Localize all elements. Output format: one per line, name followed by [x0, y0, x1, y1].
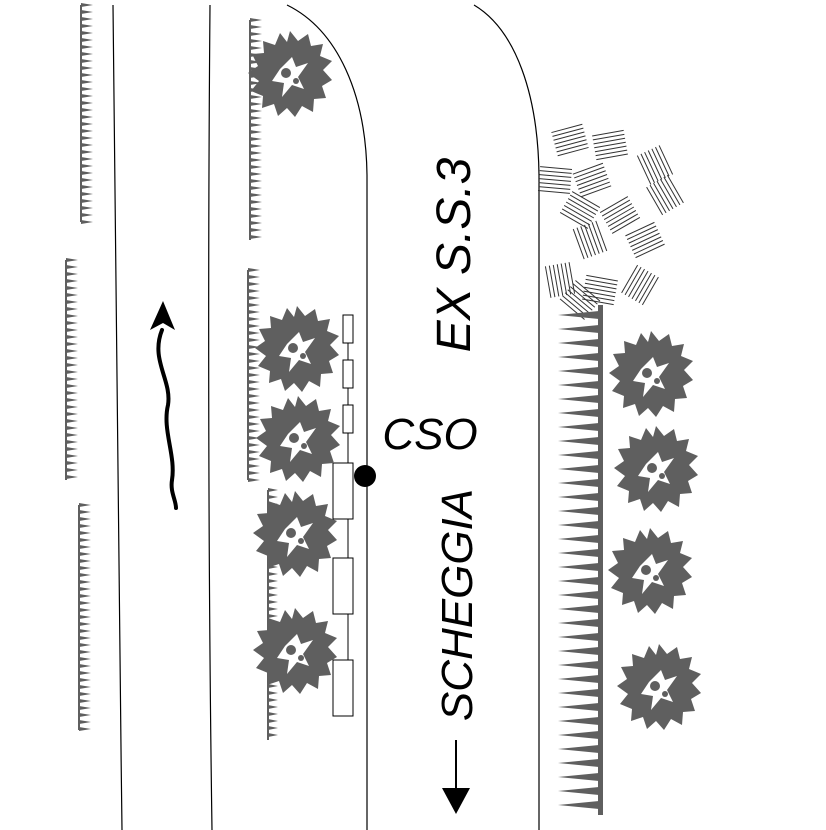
direction-label: SCHEGGIA — [433, 488, 482, 722]
road-edge-line — [473, 4, 540, 830]
tree-icon — [617, 644, 701, 730]
road-name-label: EX S.S.3 — [428, 157, 481, 353]
tree-icon — [608, 528, 692, 614]
road-edge-line — [112, 4, 123, 830]
tree-icon — [614, 426, 698, 512]
road-edge-line — [208, 4, 213, 830]
tree-icon — [253, 491, 337, 577]
road-edge-line — [286, 4, 368, 830]
measurement-point-icon — [354, 465, 376, 487]
rock-hatch-icon — [537, 123, 684, 320]
flow-arrow-icon — [150, 301, 178, 510]
tree-icon — [256, 396, 340, 482]
tree-icon — [255, 306, 339, 392]
road-lines — [112, 4, 540, 830]
guardrail-icon — [332, 314, 354, 717]
embankment-hatch — [65, 3, 278, 740]
tree-icon — [253, 608, 337, 694]
embankment-hatch — [558, 305, 603, 815]
point-name-label: CSO — [382, 410, 478, 459]
tree-icon — [609, 331, 693, 417]
direction-arrow-icon — [442, 740, 470, 814]
